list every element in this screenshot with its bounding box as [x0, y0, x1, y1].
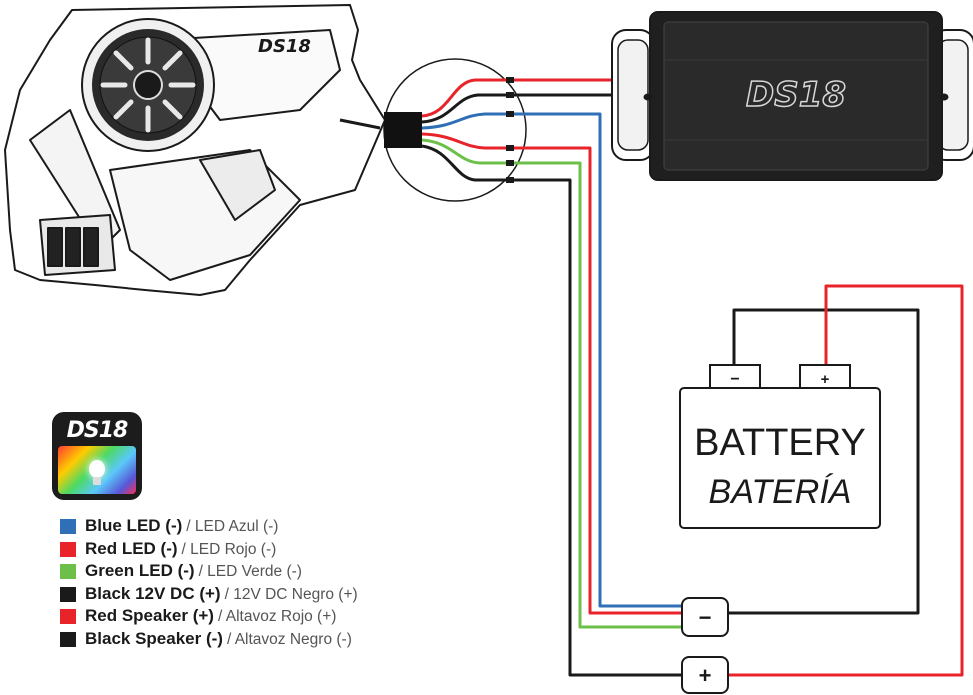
lightbulb-icon	[89, 460, 105, 478]
battery-title: BATTERY	[694, 422, 866, 464]
battery-neg-label: −	[730, 371, 739, 388]
amplifier-logo: DS18	[746, 75, 846, 115]
junction-neg-label: −	[699, 605, 712, 630]
legend-sublabel: / 12V DC Negro (+)	[224, 585, 358, 603]
speaker-grille	[81, 18, 215, 152]
legend-swatch	[60, 519, 76, 534]
legend-sublabel: / LED Verde (-)	[198, 563, 302, 580]
legend-label: Red LED (-)	[85, 538, 178, 558]
speaker-cable	[339, 118, 381, 130]
legend-sublabel: / Altavoz Negro (-)	[226, 630, 352, 648]
legend-sublabel: / LED Azul (-)	[186, 518, 279, 535]
junction-pos-label: +	[699, 663, 712, 688]
battery-neg-terminal	[709, 364, 761, 390]
legend-swatch	[60, 631, 76, 647]
battery-pos-label: +	[821, 371, 830, 388]
battery-wires	[718, 284, 964, 677]
amplifier	[611, 11, 973, 181]
junction-neg: −	[681, 597, 729, 637]
legend-swatch	[60, 609, 76, 624]
wire-end-caps	[506, 77, 514, 183]
legend-sublabel: / LED Rojo (-)	[181, 540, 277, 558]
legend-label: Red Speaker (+)	[85, 606, 214, 625]
legend-swatch	[60, 541, 76, 557]
legend-label: Blue LED (-)	[85, 516, 183, 535]
app-icon: DS18	[52, 412, 142, 500]
junction-pos: +	[681, 656, 729, 694]
legend-label: Black 12V DC (+)	[85, 583, 221, 603]
legend-sublabel: / Altavoz Rojo (+)	[217, 608, 337, 625]
pod-logo: DS18	[258, 36, 311, 57]
battery	[679, 364, 881, 529]
legend-swatch	[60, 564, 76, 579]
legend-swatch	[60, 586, 76, 602]
connector-plug	[384, 112, 422, 148]
app-icon-logo: DS18	[66, 418, 129, 443]
legend-label: Black Speaker (-)	[85, 628, 223, 648]
zoom-wires	[421, 78, 690, 677]
lightbulb-base	[93, 477, 101, 485]
legend-label: Green LED (-)	[85, 561, 195, 580]
battery-subtitle: BATERÍA	[709, 473, 852, 511]
